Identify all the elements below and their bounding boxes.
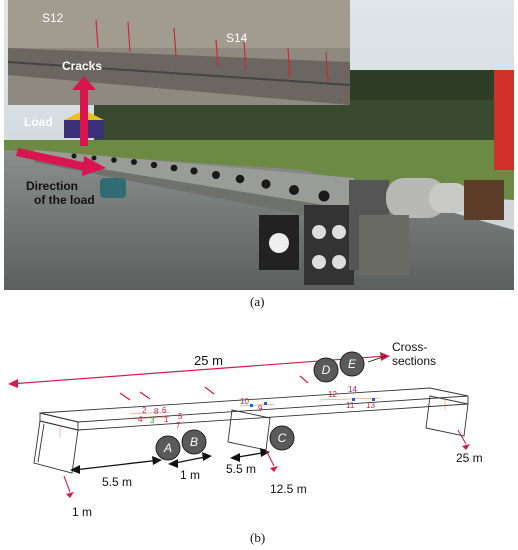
point-label: 5 bbox=[178, 412, 183, 421]
point-label: 2 bbox=[142, 406, 147, 415]
cracks-arrow bbox=[72, 76, 96, 146]
point-label: 9 bbox=[258, 404, 263, 413]
distance-label-bc: 5.5 m bbox=[226, 462, 256, 476]
point-label: 12 bbox=[328, 390, 337, 399]
distance-label-12-5m: 12.5 m bbox=[270, 482, 307, 496]
point-label: 14 bbox=[348, 385, 357, 394]
section-label-a: A bbox=[163, 441, 172, 455]
point-label: 7 bbox=[176, 421, 181, 430]
load-label: Load bbox=[24, 115, 53, 129]
distance-label-25m-right: 25 m bbox=[456, 451, 483, 465]
point-label: 8 bbox=[154, 407, 159, 416]
point-label: 6 bbox=[162, 406, 167, 415]
point-label: 11 bbox=[346, 401, 355, 410]
section-label-b: B bbox=[190, 435, 198, 449]
direction-label-line2: of the load bbox=[34, 193, 95, 207]
point-label: 10 bbox=[240, 397, 249, 406]
distance-label-1m-b: 1 m bbox=[180, 468, 200, 482]
point-label: 13 bbox=[366, 401, 375, 410]
distance-label-1m-left: 1 m bbox=[72, 505, 92, 519]
point-label: 1 bbox=[164, 415, 169, 424]
point-label: 4 bbox=[138, 415, 143, 424]
section-label-e: E bbox=[348, 357, 357, 371]
caption-b: (b) bbox=[250, 530, 266, 545]
cracks-label: Cracks bbox=[62, 59, 102, 73]
beam bbox=[34, 150, 354, 210]
beam-schematic: 25 m 2 8 6 4 5 3 1 7 10 9 12 14 11 bbox=[8, 340, 483, 519]
inset-label-s14: S14 bbox=[226, 31, 248, 45]
beam-outline bbox=[33, 387, 469, 474]
cross-sections-label-1: Cross- bbox=[392, 340, 427, 354]
caption-a: (a) bbox=[250, 294, 265, 309]
point-label: 3 bbox=[150, 416, 155, 425]
cross-sections-label-2: sections bbox=[392, 354, 436, 368]
test-setup-photo: S12 S14 Cracks Load Direction of the loa… bbox=[4, 0, 514, 290]
length-label: 25 m bbox=[194, 353, 223, 368]
direction-label-line1: Direction bbox=[26, 179, 78, 193]
inset-label-s12: S12 bbox=[42, 11, 64, 25]
direction-arrow bbox=[16, 148, 106, 176]
section-label-c: C bbox=[278, 431, 287, 445]
section-label-d: D bbox=[322, 363, 331, 377]
distance-label-ab: 5.5 m bbox=[102, 475, 132, 489]
